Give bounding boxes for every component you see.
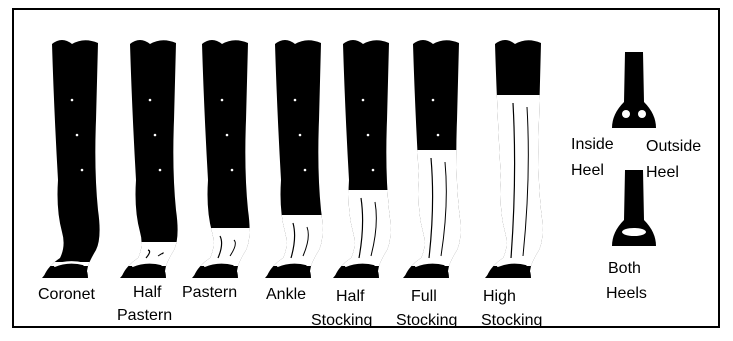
label-both-heels-line2: Heels bbox=[606, 285, 647, 303]
label-inside-heel-line2: Heel bbox=[571, 162, 604, 180]
label-half-pastern-line2: Pastern bbox=[117, 307, 172, 325]
leg-ankle bbox=[259, 40, 339, 278]
label-inside-heel-line1: Inside bbox=[571, 136, 614, 154]
label-coronet: Coronet bbox=[38, 286, 95, 304]
label-full-stocking-line2: Stocking bbox=[396, 312, 457, 328]
label-full-stocking-line1: Full bbox=[411, 288, 437, 306]
label-both-heels-line1: Both bbox=[608, 260, 641, 278]
label-high-stocking-line2: Stocking bbox=[481, 312, 542, 328]
label-pastern: Pastern bbox=[182, 284, 237, 302]
label-half-pastern-line1: Half bbox=[133, 284, 161, 302]
leg-pastern bbox=[186, 40, 266, 278]
label-high-stocking-line1: High bbox=[483, 288, 516, 306]
leg-markings-illustration bbox=[14, 10, 718, 326]
leg-high-stocking bbox=[479, 40, 559, 278]
diagram-frame: Coronet Half Pastern Pastern Ankle Half … bbox=[12, 8, 720, 328]
leg-coronet bbox=[36, 40, 116, 278]
leg-full-stocking bbox=[397, 40, 477, 278]
label-ankle: Ankle bbox=[266, 286, 306, 304]
heel-inside-outside-diagram bbox=[612, 52, 656, 128]
leg-half-pastern bbox=[114, 40, 194, 278]
label-outside-heel-line1: Outside bbox=[646, 138, 701, 156]
label-outside-heel-line2: Heel bbox=[646, 164, 679, 182]
label-half-stocking-line1: Half bbox=[336, 288, 364, 306]
label-half-stocking-line2: Stocking bbox=[311, 312, 372, 328]
leg-half-stocking bbox=[327, 40, 407, 278]
